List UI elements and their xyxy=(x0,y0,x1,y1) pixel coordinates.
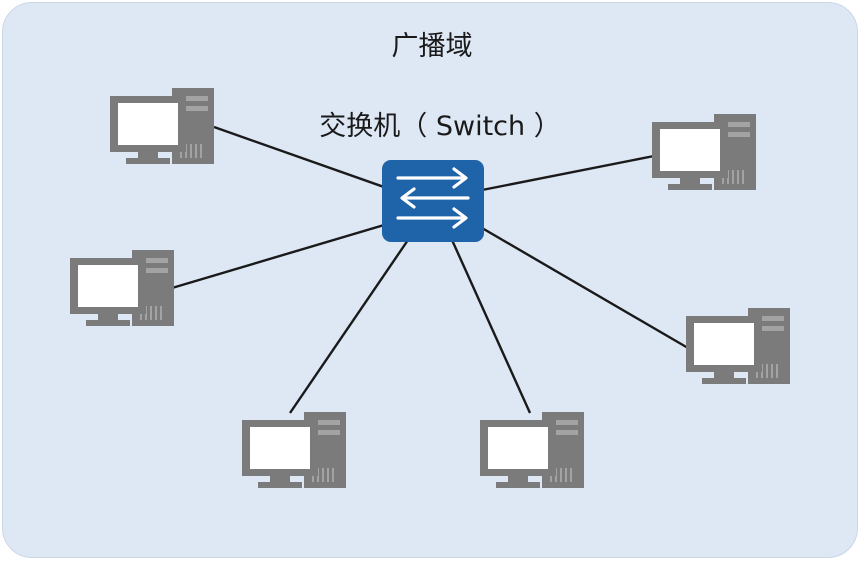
link-bottom-left xyxy=(289,239,409,414)
link-top-left xyxy=(213,125,385,189)
switch-arrows-icon xyxy=(382,160,484,242)
switch-label: 交换机（ Switch ） xyxy=(319,111,561,142)
link-mid-left xyxy=(171,223,385,290)
broadcast-domain-label: 广播域 xyxy=(391,31,473,62)
desktop-computer-icon xyxy=(70,250,174,326)
desktop-computer-icon xyxy=(652,114,756,190)
link-top-right xyxy=(481,154,655,192)
desktop-computer-icon xyxy=(686,308,790,384)
link-bottom-right xyxy=(450,239,532,414)
desktop-computer-icon xyxy=(480,412,584,488)
desktop-computer-icon xyxy=(242,412,346,488)
desktop-computer-icon xyxy=(110,88,214,164)
link-mid-right xyxy=(481,226,689,350)
